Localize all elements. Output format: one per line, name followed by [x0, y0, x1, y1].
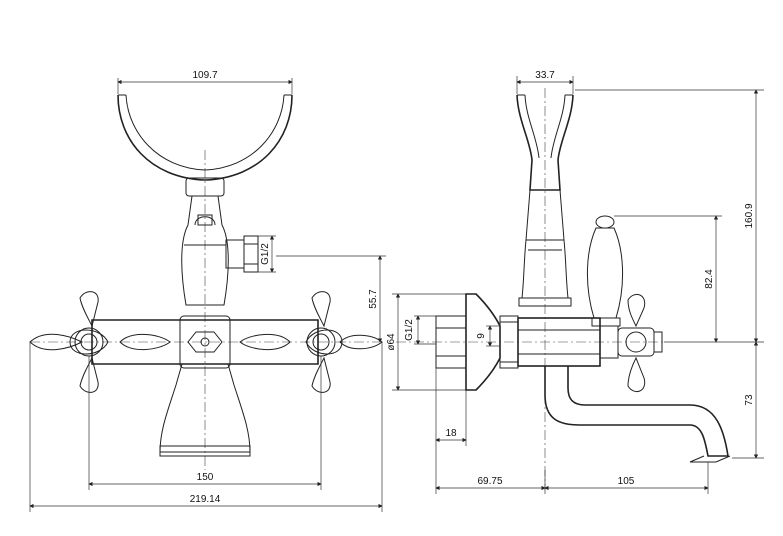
- dim-spout-reach: 105: [544, 462, 709, 494]
- front-spout: [159, 363, 251, 457]
- dim-handset-depth-label: 33.7: [535, 70, 555, 81]
- dim-spout-drop-label: 73: [744, 394, 755, 406]
- dim-center-distance: 150: [88, 356, 322, 490]
- dim-spout-reach-label: 105: [618, 476, 635, 487]
- side-view: 33.7 160.9 82.4 73 ø64: [386, 70, 764, 494]
- dim-wall-diameter: ø64: [386, 293, 466, 391]
- dim-wall-thread: G1/2: [404, 315, 436, 345]
- outlet-fitting: [225, 235, 259, 273]
- dim-nut: 9: [476, 325, 500, 347]
- dim-wall-diameter-label: ø64: [386, 333, 397, 351]
- dim-wall-thread-label: G1/2: [404, 319, 415, 341]
- dim-total-height-label: 160.9: [744, 203, 755, 228]
- dim-handle-height-label: 82.4: [704, 269, 715, 289]
- dim-overall-width-label: 219.14: [190, 494, 221, 505]
- dim-handset-width-label: 109.7: [192, 70, 217, 81]
- dim-handle-height: 82.4: [614, 215, 722, 343]
- dim-nut-label: 9: [476, 333, 487, 339]
- front-view: 109.7 G1/2 55.7 150 219.14: [29, 70, 386, 512]
- dim-spout-drop: 73: [732, 341, 764, 459]
- dim-handset-depth: 33.7: [516, 70, 574, 94]
- dim-wall-offset-label: 69.75: [477, 476, 502, 487]
- riser-column: [181, 195, 229, 306]
- side-cross-handle: [617, 293, 663, 393]
- dim-flange-depth: 18: [435, 368, 467, 446]
- side-riser: [518, 189, 572, 307]
- side-spout: [544, 366, 731, 463]
- dim-outlet-height: 55.7: [276, 255, 386, 343]
- dim-wall-offset: 69.75: [435, 446, 546, 494]
- dim-overall-width: 219.14: [29, 342, 383, 512]
- dim-outlet-thread: G1/2: [258, 235, 276, 273]
- wall-fitting: [435, 293, 519, 391]
- side-handset: [516, 94, 574, 191]
- dim-flange-depth-label: 18: [445, 428, 457, 439]
- dim-center-distance-label: 150: [197, 472, 214, 483]
- dim-outlet-thread-label: G1/2: [260, 243, 271, 265]
- handset-cradle: [117, 94, 293, 197]
- dim-outlet-height-label: 55.7: [368, 289, 379, 309]
- dim-handset-width: 109.7: [117, 70, 293, 94]
- side-handle-lever: [587, 215, 623, 327]
